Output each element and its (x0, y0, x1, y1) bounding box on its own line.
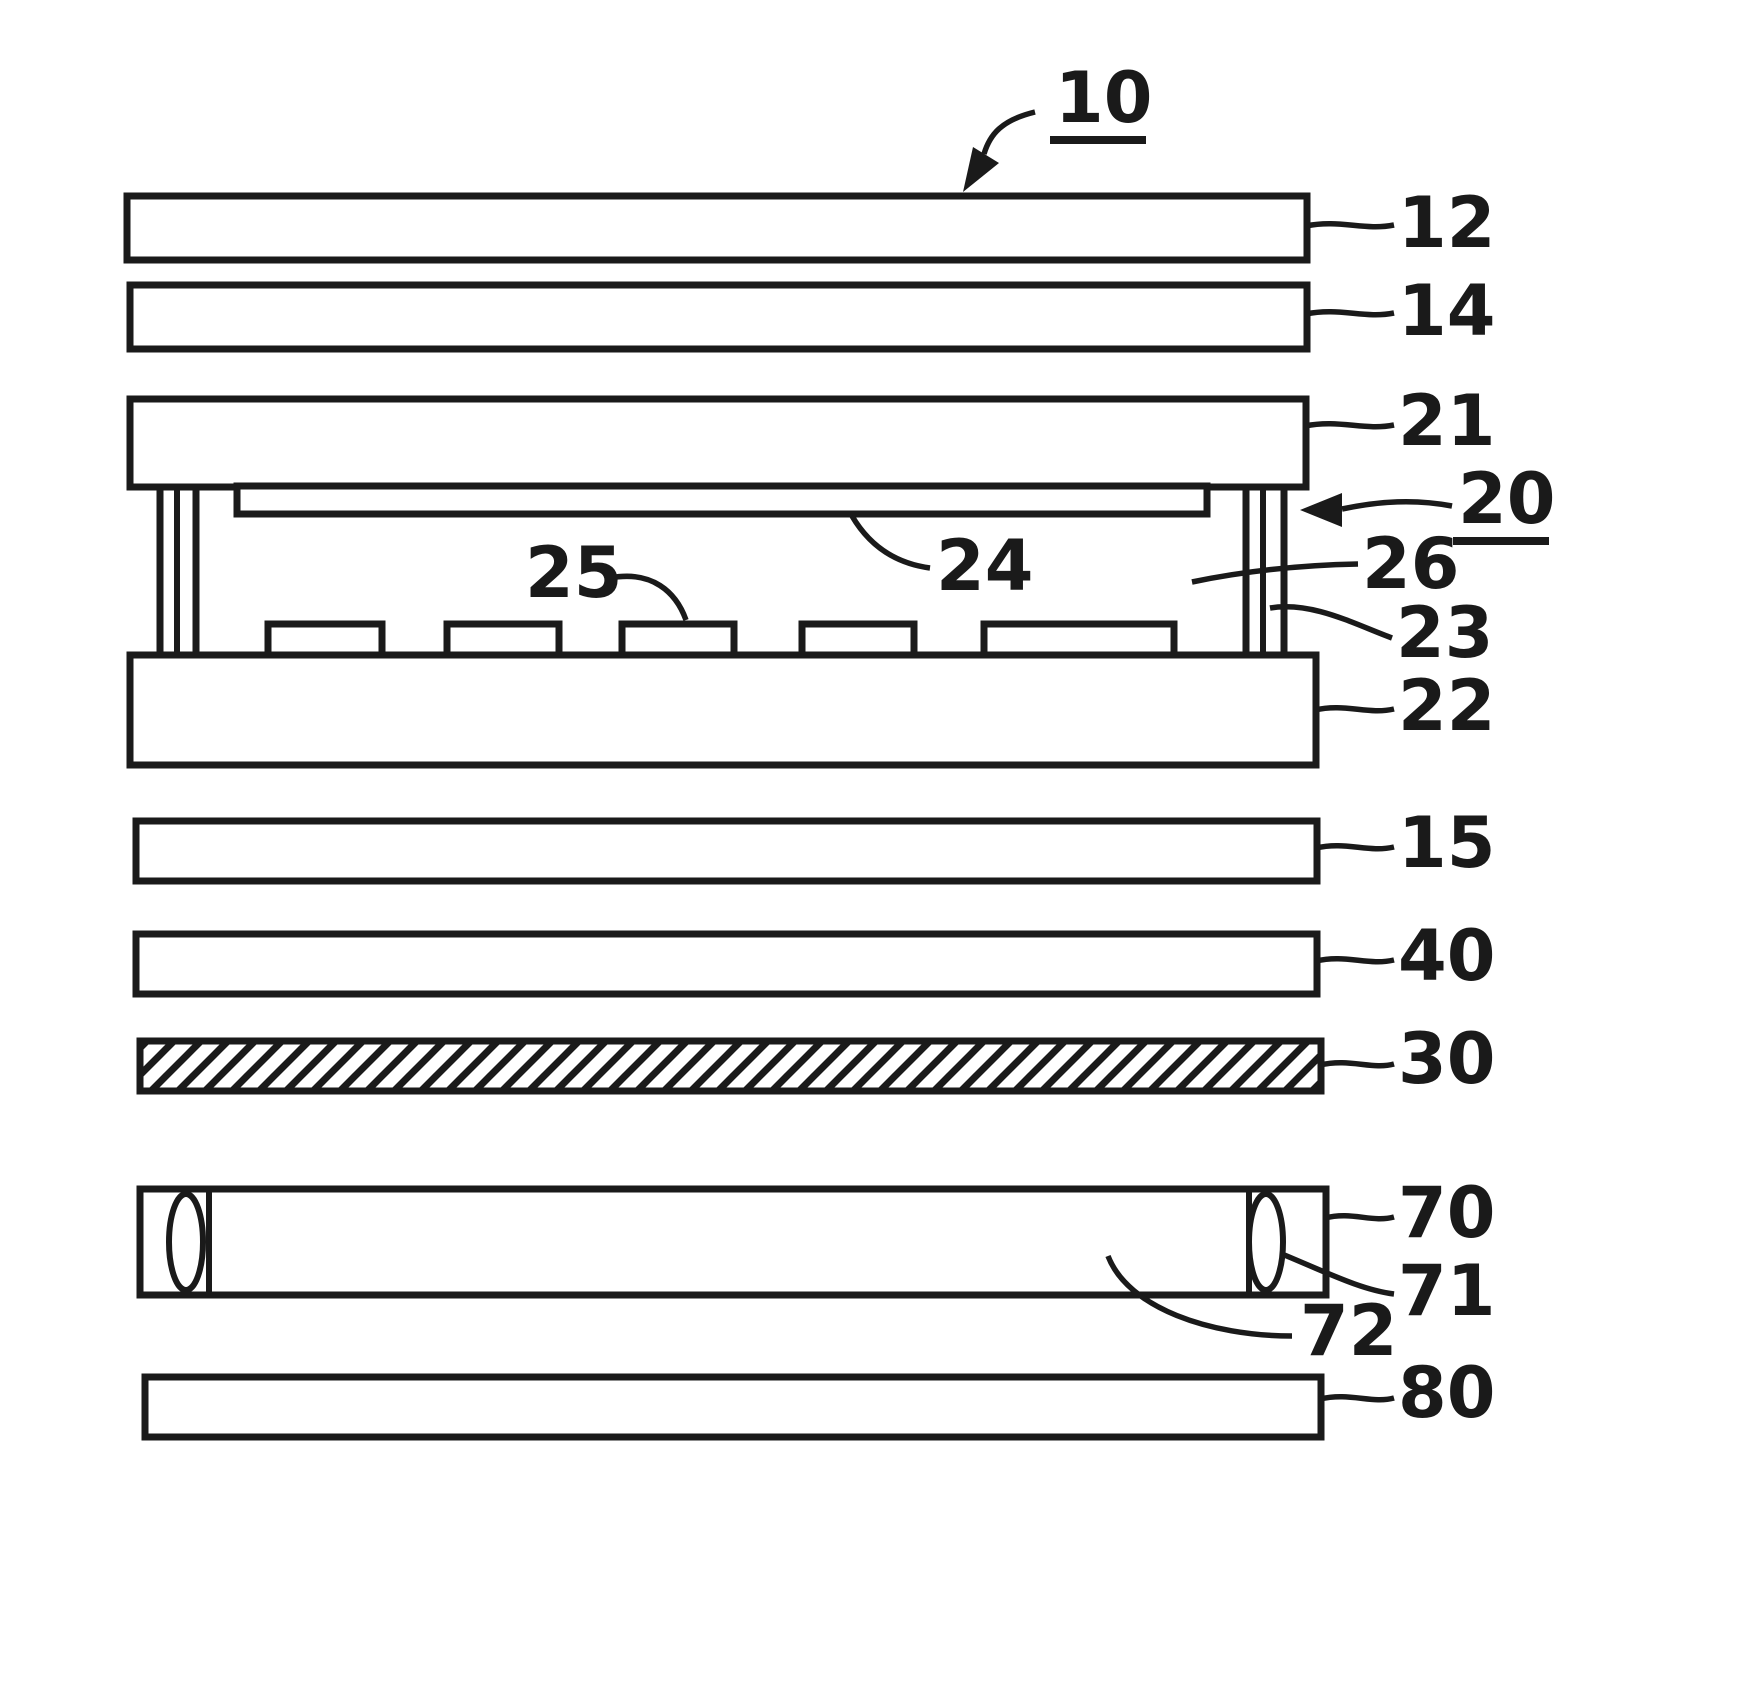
electrode-24-leader (849, 514, 931, 571)
lightguide-70-label: 70 (1398, 1172, 1495, 1254)
layer-21-group: 21 (126, 380, 1495, 491)
layer-80-leader (1319, 1393, 1395, 1403)
plate-72-leader (1105, 1254, 1293, 1339)
layer-21-label: 21 (1398, 380, 1495, 462)
assembly-10-label: 10 (1055, 57, 1152, 139)
layer-80-group: 80 (141, 1352, 1495, 1441)
lamp-left (166, 1191, 206, 1293)
layer-21-leader (1304, 421, 1395, 430)
cell-20-label: 20 (1458, 458, 1555, 540)
pixel-electrode-4 (798, 620, 918, 660)
lamp-71-leader (1280, 1251, 1395, 1297)
layer-80-label: 80 (1398, 1352, 1495, 1434)
cell-20-leader (1341, 499, 1453, 512)
layer-12-group: 12 (123, 182, 1495, 264)
layer-15-group: 15 (132, 802, 1495, 885)
layer-30-group: 30 (136, 1018, 1495, 1100)
layer-12 (123, 192, 1311, 264)
plate-72-label: 72 (1300, 1290, 1397, 1372)
layer-15-leader (1315, 843, 1395, 852)
seal-23-label: 23 (1396, 592, 1493, 674)
layer-40-leader (1315, 956, 1395, 965)
lightguide-70 (136, 1185, 1330, 1299)
layer-80 (141, 1373, 1325, 1441)
assembly-10-callout: 10 (963, 57, 1152, 192)
layer-14-leader (1305, 309, 1395, 318)
cell-20-arrowhead-icon (1300, 493, 1342, 527)
layer-14-label: 14 (1398, 270, 1495, 352)
layer-40-label: 40 (1398, 915, 1495, 997)
assembly-10-arrowhead-icon (963, 147, 999, 192)
lightguide-70-leader (1324, 1212, 1395, 1222)
layer-22-label: 22 (1398, 665, 1495, 747)
cell-20-group: 24 25 26 23 22 20 (126, 458, 1555, 769)
layer-15-label: 15 (1398, 802, 1495, 884)
seal-23-leader (1269, 604, 1393, 641)
pixel-electrode-3 (618, 620, 738, 660)
layer-14 (126, 281, 1311, 353)
layer-21 (126, 395, 1310, 491)
pixel-electrodes-leader (609, 573, 689, 621)
lamp-71-label: 71 (1398, 1250, 1495, 1332)
layer-22 (126, 651, 1320, 769)
electrode-24-label: 24 (936, 525, 1033, 607)
layer-40 (132, 930, 1321, 998)
layer-30-hatched (136, 1037, 1325, 1095)
layer-14-group: 14 (126, 270, 1495, 353)
lamp-right (1246, 1191, 1286, 1293)
layer-30-leader (1319, 1059, 1395, 1069)
layer-12-label: 12 (1398, 182, 1495, 264)
layer-30-label: 30 (1398, 1018, 1495, 1100)
gap-26-label: 26 (1362, 523, 1459, 605)
pixel-electrode-1 (264, 620, 386, 660)
assembly-10-leader (981, 109, 1036, 155)
pixel-electrodes-label: 25 (525, 532, 622, 614)
layer-22-leader (1314, 705, 1395, 714)
electrode-24 (233, 482, 1211, 518)
lightguide-70-group: 70 71 72 (136, 1172, 1495, 1372)
layer-15 (132, 817, 1321, 885)
layer-40-group: 40 (132, 915, 1495, 998)
pixel-electrode-2 (443, 620, 563, 660)
pixel-electrode-5 (980, 620, 1178, 660)
gap-26-leader (1191, 561, 1359, 585)
layer-12-leader (1305, 221, 1395, 230)
